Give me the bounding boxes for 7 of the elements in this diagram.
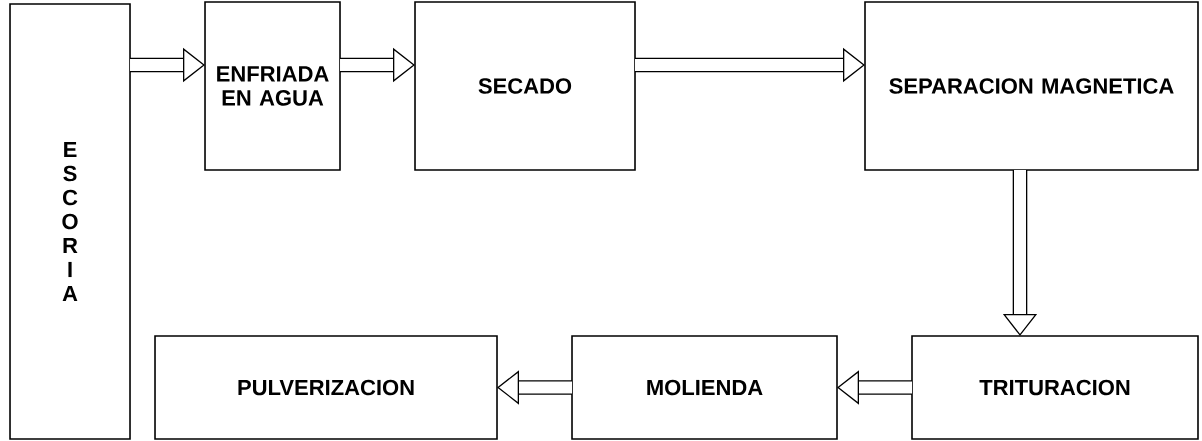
process-box: SECADO (414, 1, 636, 171)
process-box: MOLIENDA (571, 335, 838, 440)
process-box: SEPARACION MAGNETICA (864, 1, 1199, 171)
process-box: TRITURACION (911, 335, 1199, 440)
process-box: E S C O R I A (9, 3, 131, 440)
process-box: ENFRIADA EN AGUA (204, 1, 341, 171)
process-box: PULVERIZACION (154, 335, 498, 440)
